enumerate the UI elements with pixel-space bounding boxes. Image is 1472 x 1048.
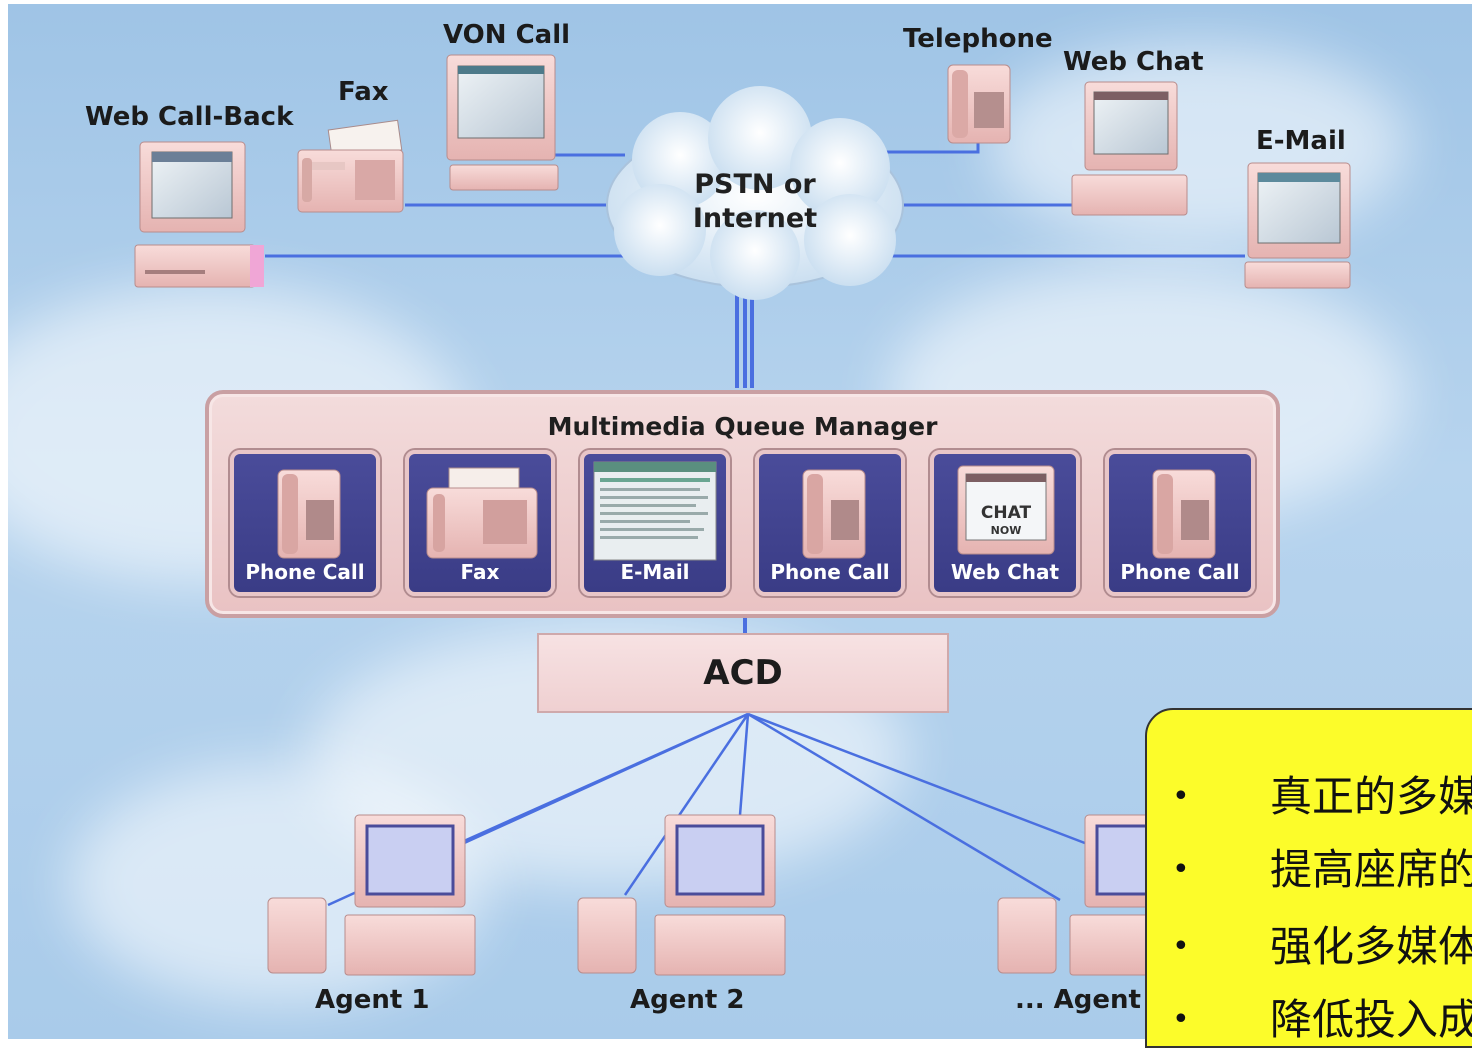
chat-now-text: CHAT — [981, 503, 1032, 523]
chat-now-text-2: NOW — [991, 524, 1022, 537]
telephone-device-icon — [947, 64, 1011, 144]
fax-machine-icon — [297, 119, 404, 213]
queue-tile-label: Web Chat — [950, 560, 1060, 584]
agent-1-workstation-icon — [267, 814, 476, 976]
fax-icon — [426, 467, 538, 559]
email-screen-icon — [593, 461, 717, 561]
queue-tile-email: E-Mail — [580, 450, 730, 596]
label-web-callback: Web Call-Back — [85, 102, 294, 132]
network-links — [265, 140, 1245, 633]
link-telephone — [878, 140, 980, 154]
queue-tile-phone-call-2: Phone Call — [755, 450, 905, 596]
phone-icon — [1152, 469, 1216, 559]
note-item-1: • 真正的多媒 — [1147, 772, 1472, 822]
queue-tile-phone-call-1: Phone Call — [230, 450, 380, 596]
multimedia-queue-manager: Multimedia Queue Manager — [205, 390, 1280, 618]
queue-tile-label: Fax — [460, 560, 500, 584]
acd-agentn-link-a — [747, 712, 1091, 847]
web-chat-computer-icon — [1071, 81, 1188, 216]
cloud-label: PSTN or Internet — [692, 169, 818, 234]
queue-tile-label: Phone Call — [1120, 560, 1240, 584]
queue-manager-title: Multimedia Queue Manager — [547, 412, 938, 441]
bullet-icon: • — [1172, 779, 1190, 814]
chat-monitor-icon: CHAT NOW — [957, 465, 1055, 555]
acd-label: ACD — [703, 653, 783, 693]
queue-tile-label: E-Mail — [620, 560, 690, 584]
agent-label-2: Agent 2 — [630, 985, 745, 1015]
phone-icon — [277, 469, 341, 559]
web-callback-computer-icon — [134, 141, 264, 288]
queue-tile-phone-call-3: Phone Call — [1105, 450, 1255, 596]
benefits-callout: • 真正的多媒 • 提高座席的 • 强化多媒体 • 降低投入成 — [1145, 708, 1472, 1048]
acd-agent2-link-b — [623, 713, 750, 896]
internet-cloud — [606, 86, 904, 300]
note-item-2: • 提高座席的 — [1147, 845, 1472, 895]
queue-tile-label: Phone Call — [245, 560, 365, 584]
label-fax: Fax — [338, 77, 389, 107]
acd-agent-links — [327, 712, 1091, 907]
note-text: 降低投入成 — [1270, 995, 1472, 1044]
note-text: 强化多媒体 — [1270, 922, 1472, 971]
email-computer-icon — [1244, 162, 1351, 289]
von-call-computer-icon — [446, 54, 559, 191]
acd-box: ACD — [537, 633, 949, 713]
acd-agent2-link-a — [738, 713, 750, 816]
note-text: 提高座席的 — [1270, 845, 1472, 894]
agent-label-n: ... Agent n — [1015, 985, 1169, 1015]
agent-2-workstation-icon — [577, 814, 786, 976]
phone-icon — [802, 469, 866, 559]
bullet-icon: • — [1172, 929, 1190, 964]
bullet-icon: • — [1172, 1002, 1190, 1037]
acd-agentn-link-b — [747, 712, 1061, 902]
queue-tile-web-chat: CHAT NOW Web Chat — [930, 450, 1080, 596]
bullet-icon: • — [1172, 852, 1190, 887]
queue-tile-label: Phone Call — [770, 560, 890, 584]
note-text: 真正的多媒 — [1270, 772, 1472, 821]
label-telephone: Telephone — [903, 24, 1053, 54]
agent-label-1: Agent 1 — [315, 985, 430, 1015]
label-email: E-Mail — [1256, 126, 1346, 156]
note-item-3: • 强化多媒体 — [1147, 922, 1472, 972]
note-item-4: • 降低投入成 — [1147, 995, 1472, 1045]
queue-tile-fax: Fax — [405, 450, 555, 596]
label-web-chat: Web Chat — [1063, 47, 1204, 77]
label-von-call: VON Call — [443, 20, 571, 50]
